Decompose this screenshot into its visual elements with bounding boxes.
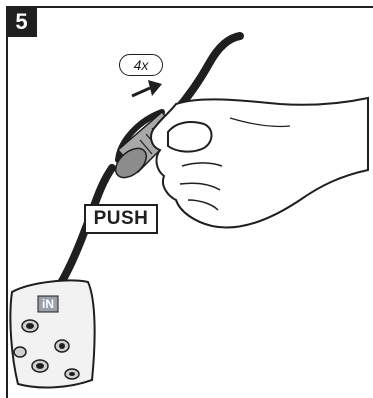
step-number-badge: 5: [6, 6, 37, 37]
push-label: PUSH: [84, 204, 158, 234]
cable-upper: [171, 32, 244, 116]
hand-icon: [150, 96, 369, 229]
brand-logo: iN: [42, 297, 54, 311]
cable-strand-back: [115, 109, 165, 163]
repeat-count-label: 4x: [119, 54, 163, 76]
panel-border-top: [6, 6, 373, 8]
port-cluster: [13, 319, 80, 380]
panel-border-left: [6, 6, 8, 398]
device-icon: iN: [9, 279, 96, 389]
arrow-icon: [131, 80, 162, 98]
